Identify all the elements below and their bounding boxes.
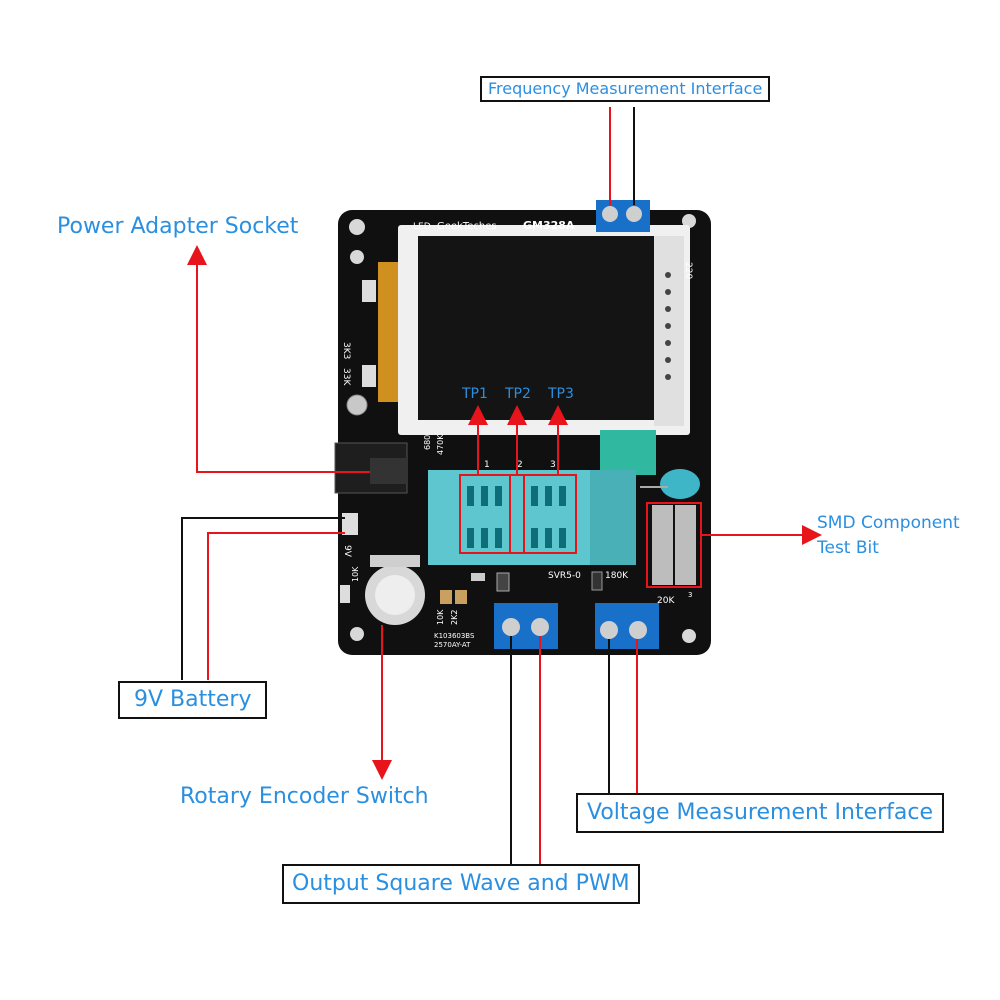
tp3-label: TP3 — [547, 386, 574, 402]
silk-33k: 33K — [341, 368, 351, 386]
silk-220: 220 — [683, 262, 693, 279]
power-arrow — [187, 245, 370, 473]
silk-svr: SVR5-0 — [548, 571, 581, 581]
silk-9v: 9V — [342, 545, 352, 558]
silk-led: LED — [413, 222, 431, 232]
frequency-label: Frequency Measurement Interface — [480, 76, 771, 102]
rotary-label: Rotary Encoder Switch — [180, 784, 429, 809]
output-label: Output Square Wave and PWM — [282, 864, 640, 904]
silk-680: 680 — [423, 435, 432, 450]
battery-wire-red — [207, 532, 345, 680]
silk-2k2: 2K2 — [450, 610, 459, 625]
battery-wire-black — [181, 517, 345, 680]
silk-ic2: 2570AY-AT — [434, 641, 471, 649]
small-switch — [362, 365, 376, 387]
silk-470k: 470K — [436, 434, 445, 455]
silk-180k: 180K — [605, 571, 629, 581]
pcb-board — [334, 200, 711, 655]
flex-cable — [600, 430, 656, 475]
capacitor — [660, 469, 700, 499]
silk-3k3: 3K3 — [341, 342, 351, 359]
tp-highlight-boxes — [459, 474, 702, 588]
smd-label-line2: Test Bit — [817, 538, 879, 558]
small-switch — [362, 280, 376, 302]
mount-hole — [682, 629, 696, 643]
screw — [346, 394, 368, 416]
silk-10k: 10K — [436, 609, 445, 625]
silk-20k: 20K — [657, 596, 675, 606]
silk-pin3: 3 — [550, 460, 556, 470]
lcd-screen — [418, 236, 654, 420]
battery-label: 9V Battery — [118, 681, 268, 719]
tp1-label: TP1 — [461, 386, 488, 402]
smd-label-line1: SMD Component — [817, 513, 960, 533]
silk-10k-b: 10K — [351, 566, 360, 582]
voltage-label: Voltage Measurement Interface — [576, 793, 945, 833]
mount-hole — [349, 219, 365, 235]
smd-highlight-box — [646, 502, 702, 588]
mount-hole — [350, 250, 364, 264]
silk-smd3: 3 — [688, 591, 692, 599]
silk-model: GM328A — [523, 219, 575, 232]
silk-brand: GeekTeches — [437, 221, 497, 232]
silk-ic1: K103603BS — [434, 632, 475, 640]
battery-connector — [342, 513, 358, 535]
mount-hole — [350, 627, 364, 641]
tp3-box — [523, 474, 577, 554]
power-adapter-label: Power Adapter Socket — [57, 214, 299, 239]
silk-pin2: 2 — [517, 460, 523, 470]
lcd-side — [654, 236, 684, 426]
tp2-label: TP2 — [504, 386, 531, 402]
silk-pin1: 1 — [484, 460, 490, 470]
mount-hole — [682, 214, 696, 228]
